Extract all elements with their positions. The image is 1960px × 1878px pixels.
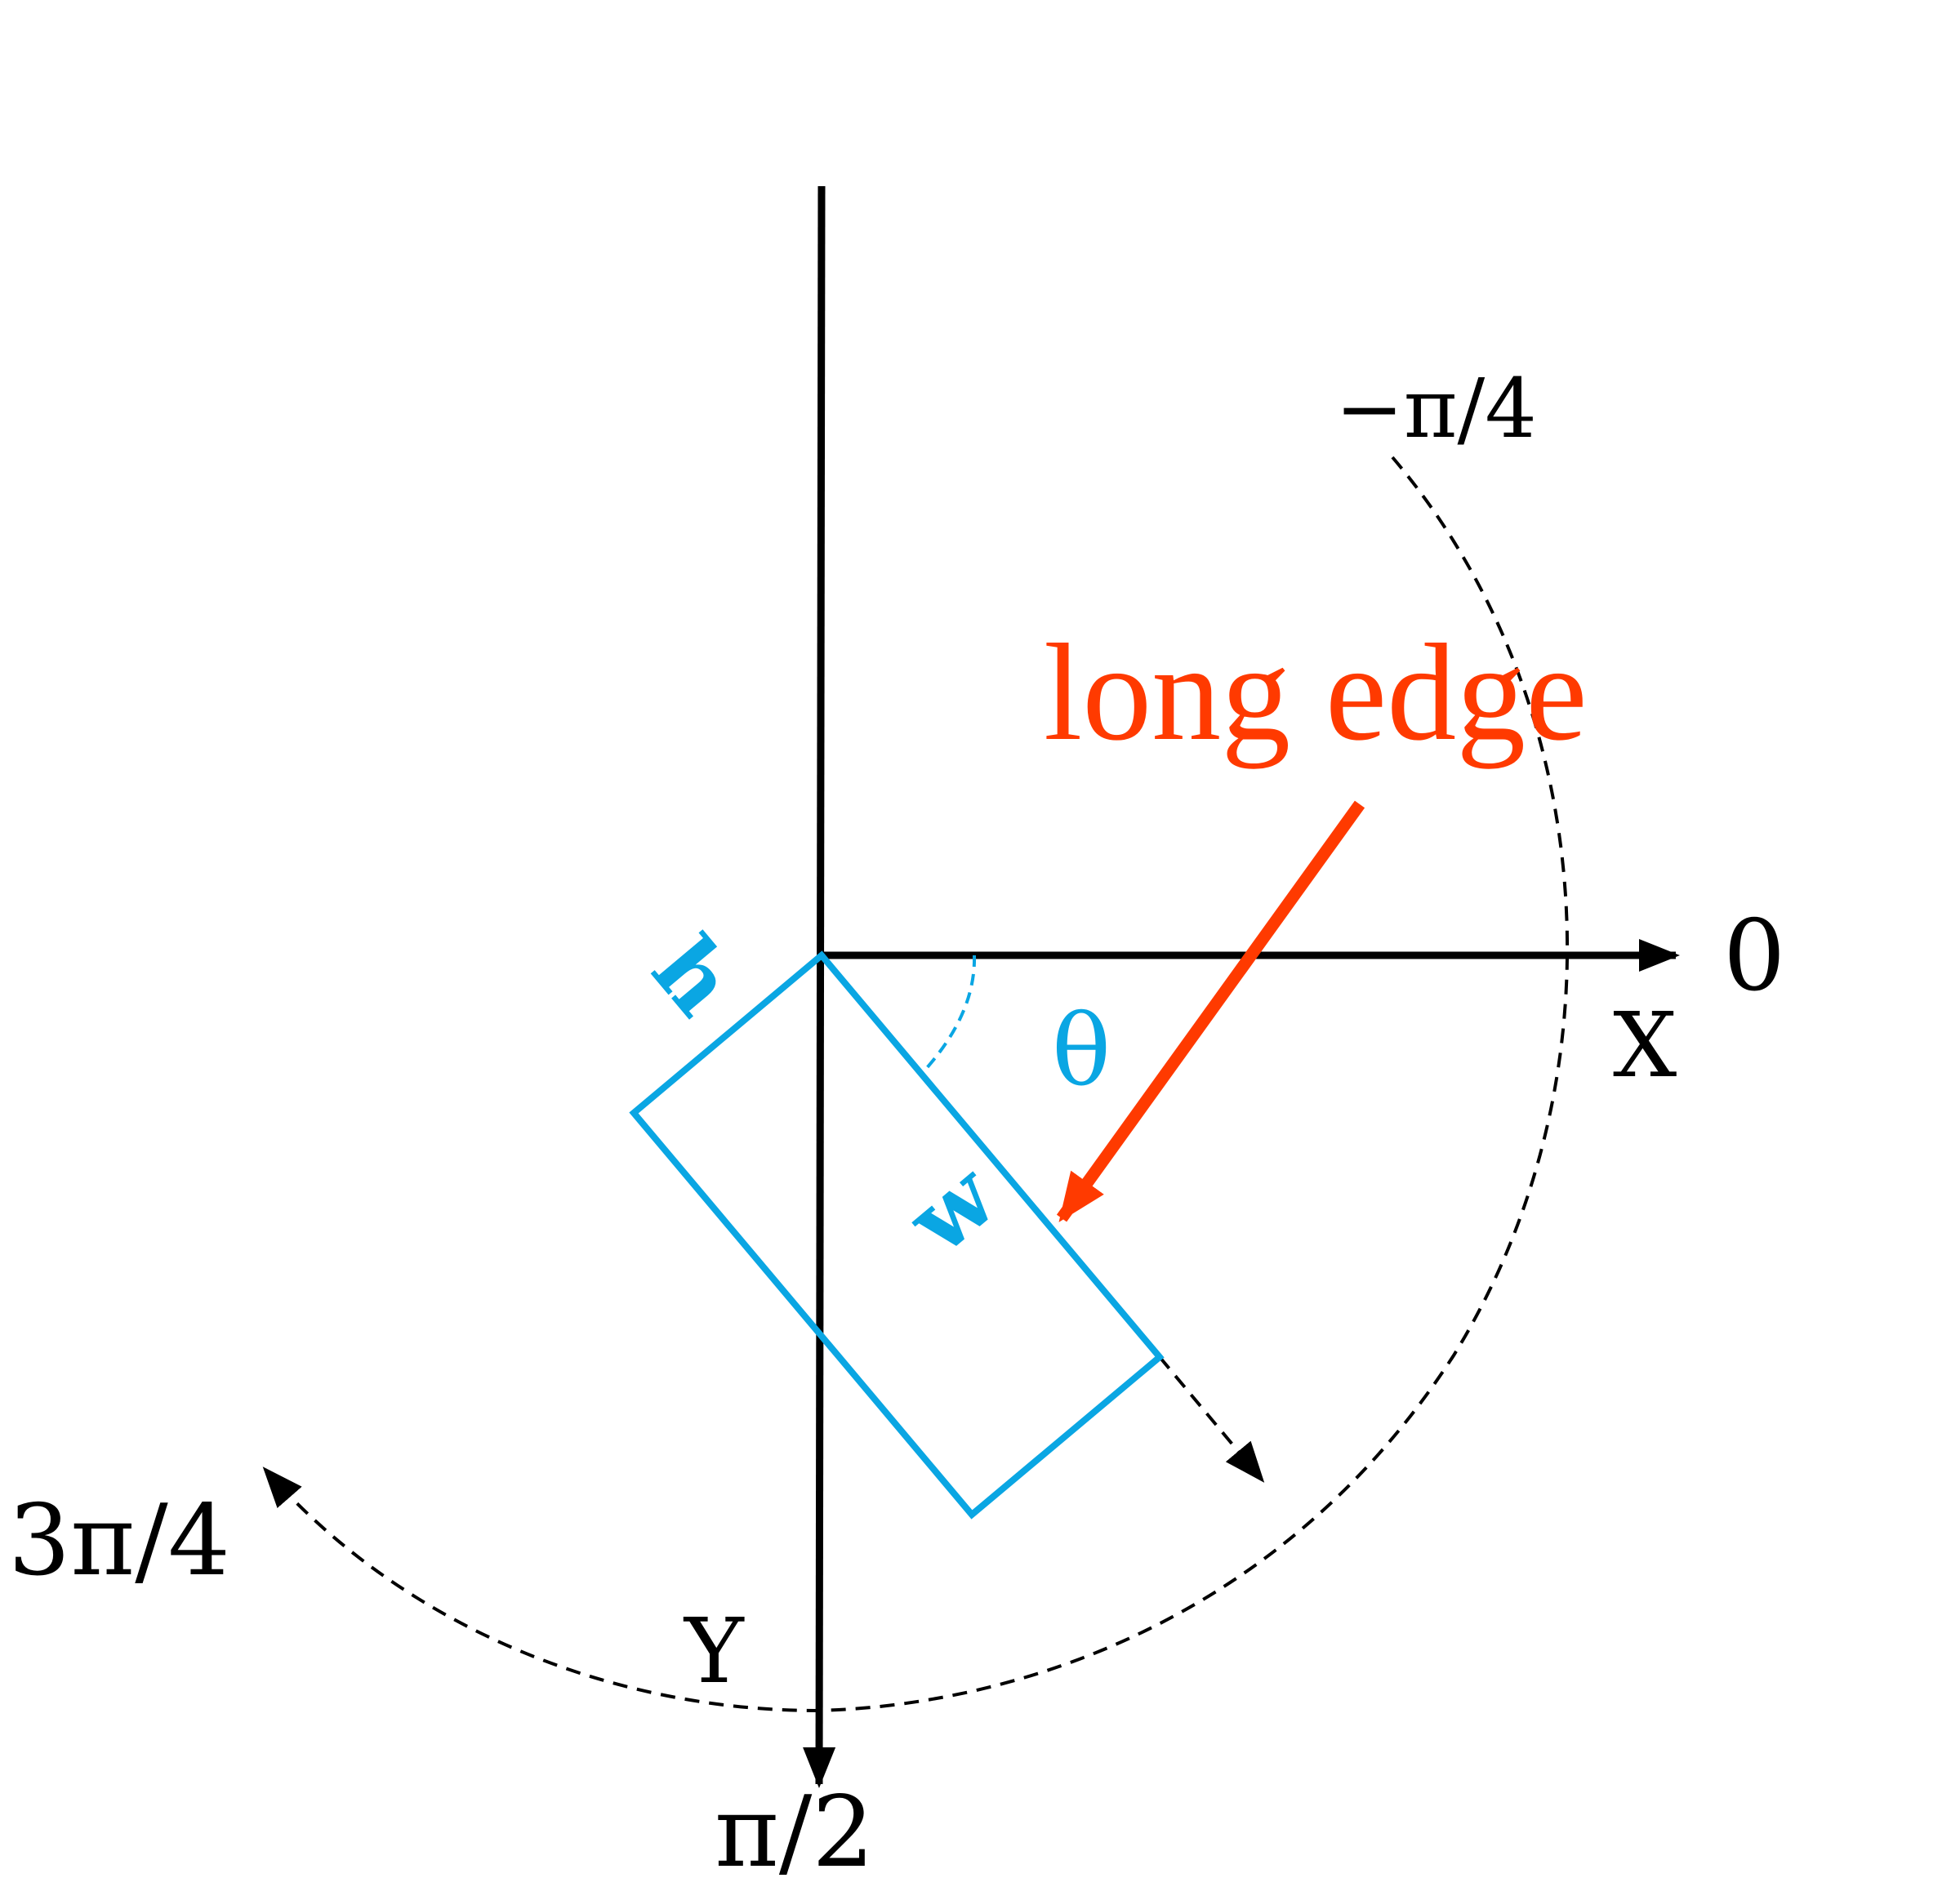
rotation-range-arc [262, 456, 1570, 1713]
label-y-axis: Y [683, 1599, 745, 1703]
long-edge-pointer-arrow [1056, 800, 1365, 1222]
label-zero: 0 [1723, 900, 1785, 1013]
theta-angle-arc [924, 955, 977, 1071]
label-pi-2: π/2 [715, 1776, 875, 1878]
y-axis-line [803, 185, 836, 1788]
label-theta: θ [1052, 995, 1111, 1108]
rotated-bounding-box [629, 950, 1165, 1520]
long-edge-extension-arrow [1158, 1355, 1265, 1483]
label-three-pi-4: 3π/4 [8, 1484, 230, 1598]
label-neg-pi-4: −π/4 [1335, 361, 1537, 456]
label-h: h [632, 917, 755, 1035]
label-x-axis: X [1613, 993, 1677, 1097]
label-long-edge: long edge [1044, 616, 1588, 769]
